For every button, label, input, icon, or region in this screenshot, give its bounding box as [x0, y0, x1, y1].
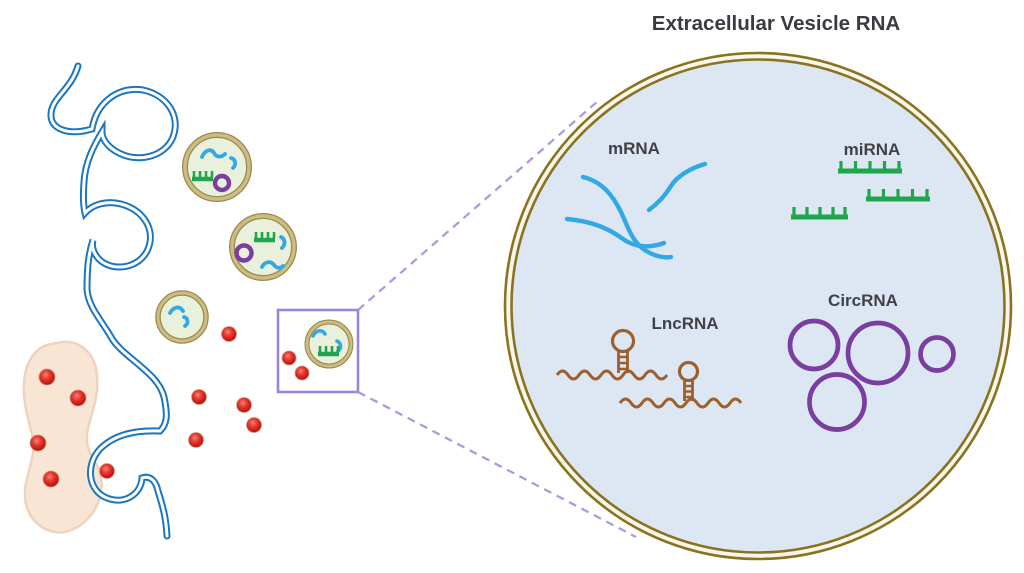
red-particle: [188, 432, 204, 448]
mrna-label: mRNA: [608, 139, 660, 158]
circrna-ring-icon: [234, 243, 254, 263]
red-particle: [221, 326, 237, 342]
red-particle: [294, 365, 310, 381]
circrna-ring-icon: [807, 372, 867, 432]
red-particle: [69, 389, 87, 407]
lncrna-label: LncRNA: [651, 314, 718, 333]
lncrna-stem-loop-icon: [610, 328, 636, 373]
red-particle: [38, 368, 56, 386]
mrna-strand-icon: [200, 148, 227, 159]
vesicle: [182, 132, 252, 202]
red-particle: [42, 470, 60, 488]
cell-membrane: [47, 62, 179, 540]
vesicle: [155, 290, 209, 344]
circrna-ring-icon: [845, 320, 911, 386]
circrna-ring-icon: [918, 335, 956, 373]
blob-red-particles: [29, 368, 87, 488]
page-title: Extracellular Vesicle RNA: [652, 12, 901, 35]
zoom-connector-line: [357, 390, 637, 539]
mrna-strand-icon: [646, 161, 708, 213]
lncrna-structures: [555, 328, 743, 409]
mrna-strand-icon: [229, 156, 238, 170]
circrna-label: CircRNA: [828, 291, 898, 310]
mirna-comb-icon: [866, 189, 930, 202]
mrna-strands: [564, 161, 708, 260]
mirna-comb-icon: [791, 207, 848, 220]
zoom-source-box: [276, 308, 360, 394]
mrna-strand-icon: [580, 174, 674, 260]
mrna-strand-icon: [279, 235, 287, 250]
mirna-comb-icon: [838, 161, 902, 174]
red-particle: [246, 417, 262, 433]
lncrna-stem-loop-icon: [677, 360, 700, 401]
secreting-cell-region: [22, 62, 297, 540]
mirna-comb-icon: [318, 346, 340, 357]
circrna-ring-icon: [212, 173, 232, 193]
red-particle: [281, 350, 297, 366]
lncrna-wavy-strand: [618, 397, 743, 409]
red-particle: [99, 463, 115, 479]
mrna-strand-icon: [260, 260, 285, 270]
mrna-strand-icon: [564, 216, 667, 249]
circrna-ring-icon: [787, 318, 841, 372]
mirna-comb-icon: [254, 232, 276, 243]
free-red-particles: [99, 326, 262, 479]
mrna-strand-icon: [182, 315, 190, 328]
circrna-rings: [787, 318, 956, 432]
mrna-strand-icon: [311, 329, 327, 338]
red-particle: [29, 434, 47, 452]
extracellular-vesicle-circle: mRNA miRNA LncRNA CircRNA: [503, 51, 1013, 561]
mirna-comb-icon: [192, 171, 214, 182]
mirna-combs: [791, 161, 930, 220]
zoom-connector-line: [357, 100, 599, 311]
vesicle: [304, 319, 354, 369]
mirna-label: miRNA: [844, 140, 901, 159]
red-particle: [191, 389, 207, 405]
zoom-connector-lines: [357, 100, 637, 539]
organelle-blob: [22, 340, 103, 534]
zoom-highlight-box: [276, 308, 360, 394]
red-particle: [236, 397, 252, 413]
mrna-strand-icon: [168, 305, 185, 315]
lncrna-wavy-strand: [555, 369, 669, 381]
vesicle: [229, 213, 297, 281]
